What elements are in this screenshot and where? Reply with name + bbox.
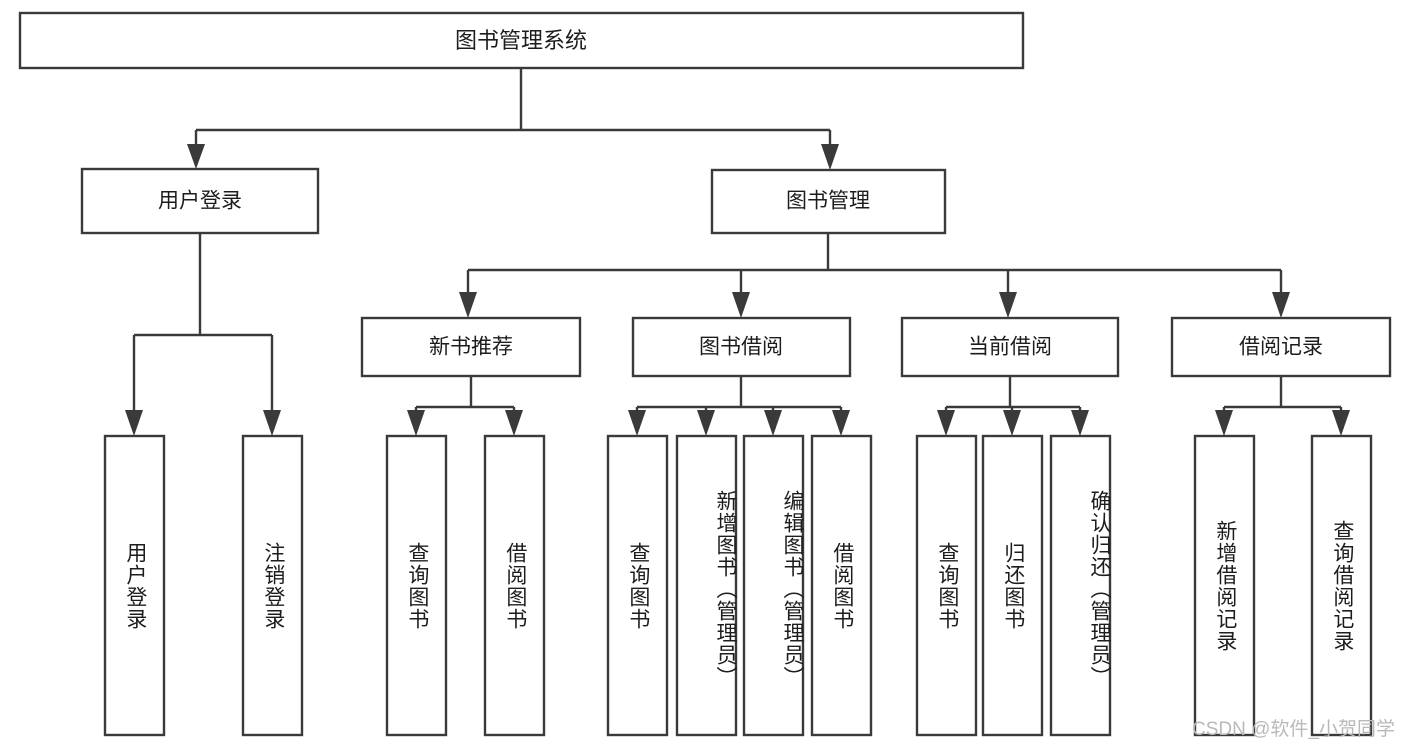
- leaf-box-add-borrow-record[interactable]: [1193, 434, 1256, 737]
- arrow-to-new-book: [459, 292, 477, 318]
- leaf-box-borrow-book-recommend[interactable]: [483, 434, 546, 737]
- connector-new-book-to-leaves: [407, 376, 523, 436]
- node-current-borrow[interactable]: 当前借阅: [900, 316, 1120, 378]
- leaf-box-edit-book-admin[interactable]: [742, 434, 805, 737]
- connector-user-login-to-leaves: [125, 233, 281, 436]
- node-user-login-box: [80, 167, 320, 235]
- arrow-to-leaf-user-login: [125, 410, 143, 436]
- leaf-box-confirm-return-admin[interactable]: [1049, 434, 1112, 737]
- connector-book-manage-to-level3: [459, 233, 1290, 318]
- node-book-manage-label: 图书管理: [786, 190, 870, 213]
- node-root-system[interactable]: 图书管理系统: [18, 11, 1025, 70]
- leaf-box-query-borrow-record[interactable]: [1310, 434, 1373, 737]
- node-book-borrow-label: 图书借阅: [699, 336, 783, 359]
- arrow-to-user-login: [187, 144, 205, 169]
- leaf-box-query-book-borrow[interactable]: [606, 434, 669, 737]
- leaf-box-query-book-current[interactable]: [915, 434, 978, 737]
- node-user-login-label: 用户登录: [158, 190, 242, 213]
- node-borrow-record[interactable]: 借阅记录: [1170, 316, 1392, 378]
- leaf-box-logout[interactable]: [241, 434, 304, 737]
- arrow-to-book-borrow: [732, 292, 750, 318]
- leaf-box-return-book[interactable]: [981, 434, 1044, 737]
- node-book-borrow[interactable]: 图书借阅: [631, 316, 852, 378]
- arrow-to-leaf-logout: [263, 410, 281, 436]
- connector-book-borrow-to-leaves: [628, 376, 850, 436]
- leaf-box-user-login[interactable]: [103, 434, 166, 737]
- node-current-borrow-box: [900, 316, 1120, 378]
- node-root-label: 图书管理系统: [455, 28, 587, 53]
- node-new-book-recommend-box: [360, 316, 582, 378]
- connector-root-to-level2: [187, 68, 839, 170]
- node-root-box: [18, 11, 1025, 70]
- node-new-book-recommend[interactable]: 新书推荐: [360, 316, 582, 378]
- node-new-book-recommend-label: 新书推荐: [429, 336, 513, 359]
- node-book-manage[interactable]: 图书管理: [710, 168, 947, 235]
- node-user-login[interactable]: 用户登录: [80, 167, 320, 235]
- leaf-box-query-book-recommend[interactable]: [385, 434, 448, 737]
- arrow-to-borrow-record: [1272, 292, 1290, 318]
- connector-borrow-record-to-leaves: [1215, 376, 1350, 436]
- arrow-to-book-manage: [821, 144, 839, 170]
- leaf-box-add-book-admin[interactable]: [675, 434, 738, 737]
- node-borrow-record-label: 借阅记录: [1239, 336, 1323, 359]
- arrow-to-current-borrow: [999, 292, 1017, 318]
- connector-current-borrow-to-leaves: [937, 376, 1089, 436]
- leaf-box-borrow-book[interactable]: [810, 434, 873, 737]
- node-current-borrow-label: 当前借阅: [968, 336, 1052, 359]
